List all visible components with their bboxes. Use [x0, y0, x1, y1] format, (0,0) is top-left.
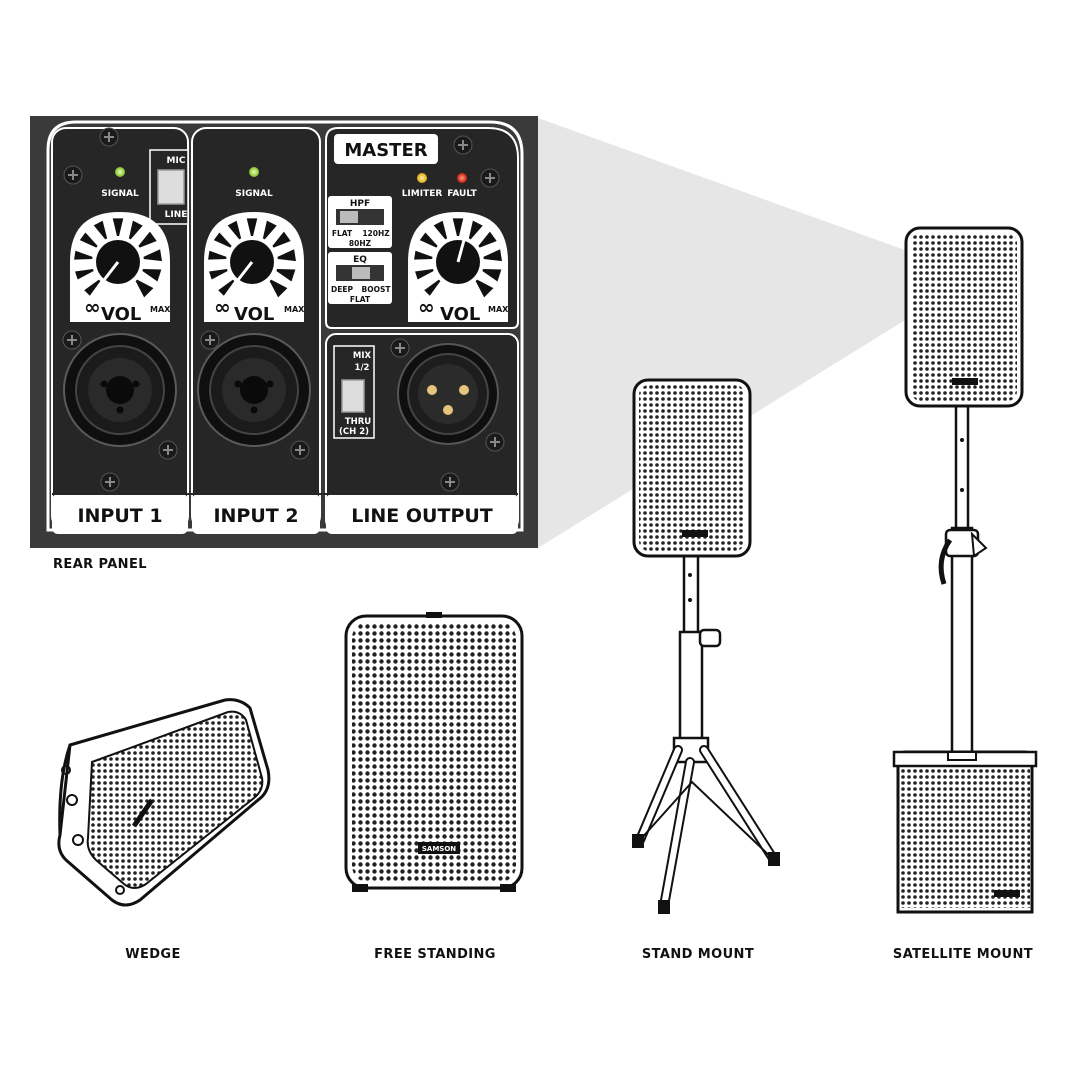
master-vol-max: MAX [488, 305, 509, 314]
input1-mic-label: MIC [167, 156, 186, 166]
line-output-footer: LINE OUTPUT [351, 505, 493, 527]
knob-scale-tick [419, 232, 438, 248]
knob-scale-tick [74, 250, 93, 260]
knob-scale-tick [79, 232, 98, 248]
knob-scale-tick [269, 279, 288, 298]
hpf-right: 120HZ [362, 229, 390, 238]
thru-label: THRU [345, 417, 371, 427]
knob-scale-tick [483, 249, 502, 262]
knob-scale-tick [478, 231, 497, 248]
knob-scale-tick [276, 269, 296, 282]
input2-vol-max: MAX [284, 305, 305, 314]
mix-thru-switch[interactable] [341, 379, 365, 413]
knob-scale-tick [84, 279, 101, 296]
rear-panel-caption: REAR PANEL [53, 557, 147, 572]
input1-vol-min: ∞ [84, 295, 101, 319]
fault-led [457, 173, 467, 183]
knob-scale-tick [246, 218, 258, 237]
hpf-left: FLAT [332, 229, 353, 238]
free-standing-brand: SAMSON [422, 845, 456, 853]
limiter-label: LIMITER [402, 189, 443, 199]
knob-scale-tick [272, 231, 291, 248]
input2-signal-label: SIGNAL [235, 189, 273, 199]
eq-left: DEEP [331, 285, 353, 294]
eq-title: EQ [353, 255, 367, 265]
input1-line-label: LINE [165, 210, 188, 220]
knob-scale-tick [482, 269, 502, 282]
thru-label-2: (CH 2) [339, 427, 369, 437]
free-standing-caption: FREE STANDING [374, 947, 496, 962]
rear-panel: SIGNAL MIC LINE ∞ VOL MAX INPUT 1 SIGNAL… [30, 116, 538, 548]
stand-mount-speaker [632, 378, 780, 914]
knob-scale-tick [128, 220, 143, 240]
knob-scale-tick [75, 269, 94, 280]
fault-label: FAULT [447, 189, 477, 199]
knob-scale-tick [142, 269, 162, 282]
input2-signal-led [249, 167, 259, 177]
knob-scale-tick [452, 218, 464, 237]
eq-right: BOOST [362, 285, 392, 294]
wedge-speaker [57, 698, 271, 907]
knob-scale-tick [112, 218, 124, 237]
knob-scale-tick [213, 232, 232, 248]
knob-scale-tick [138, 231, 157, 248]
knob-scale-tick [143, 249, 162, 262]
knob-scale-tick [227, 220, 242, 240]
knob-scale-tick [424, 279, 441, 296]
input2-footer: INPUT 2 [213, 505, 298, 527]
knob-scale-tick [277, 249, 296, 262]
knob-scale-tick [415, 269, 434, 280]
knob-scale-tick [475, 279, 494, 298]
free-standing-speaker: SAMSON [344, 612, 524, 892]
limiter-led [417, 173, 427, 183]
hpf-bottom: 80HZ [349, 239, 372, 248]
knob-scale-tick [218, 279, 235, 296]
input1-signal-label: SIGNAL [101, 189, 139, 199]
eq-switch[interactable] [352, 267, 370, 279]
knob-scale-tick [135, 279, 154, 298]
wedge-caption: WEDGE [125, 947, 181, 962]
master-title: MASTER [344, 140, 427, 161]
input1-mic-line-switch[interactable] [157, 169, 185, 205]
master-vol-min: ∞ [418, 295, 435, 319]
knob-scale-tick [93, 220, 108, 240]
input1-vol-label: VOL [101, 304, 141, 325]
hpf-switch[interactable] [340, 211, 358, 223]
satellite-mount-caption: SATELLITE MOUNT [892, 947, 1034, 962]
satellite-mount-speaker [892, 226, 1038, 914]
input1-footer: INPUT 1 [77, 505, 162, 527]
stand-mount-caption: STAND MOUNT [641, 947, 755, 962]
knob-scale-tick [262, 220, 277, 240]
input1-vol-max: MAX [150, 305, 171, 314]
hpf-title: HPF [350, 199, 370, 209]
knob-scale-tick [209, 269, 228, 280]
knob-scale-tick [208, 250, 227, 260]
input2-vol-label: VOL [234, 304, 274, 325]
mix-label: MIX [353, 351, 372, 361]
input2-vol-min: ∞ [214, 295, 231, 319]
knob-scale-tick [414, 250, 433, 260]
projection-cone [538, 118, 905, 548]
mix-label-2: 1/2 [355, 363, 370, 373]
input1-signal-led [115, 167, 125, 177]
eq-bottom: FLAT [350, 295, 371, 304]
knob-scale-tick [433, 220, 448, 240]
knob-scale-tick [468, 220, 483, 240]
master-vol-label: VOL [440, 304, 480, 325]
